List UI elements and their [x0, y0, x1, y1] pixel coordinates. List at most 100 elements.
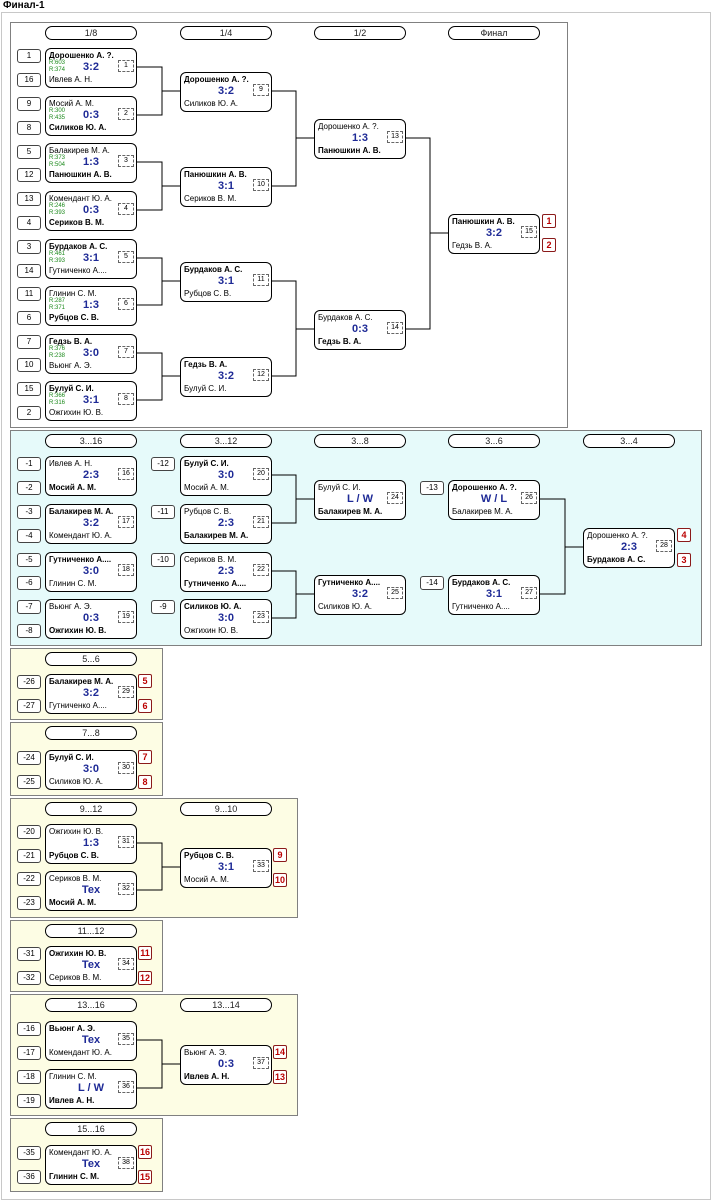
match-number: 31: [118, 836, 134, 848]
match-number: 2: [118, 108, 134, 120]
player-bottom: Ивлев А. Н.: [49, 75, 93, 84]
match-number: 11: [253, 274, 269, 286]
match-number: 5: [118, 251, 134, 263]
match-score: L / W: [77, 1082, 105, 1094]
place-badge: 15: [138, 1170, 152, 1184]
round-header: 3...8: [314, 434, 406, 448]
round-header: 1/4: [180, 26, 272, 40]
round-header: 3...12: [180, 434, 272, 448]
match-score: 1:3: [83, 837, 99, 849]
round-header: Финал: [448, 26, 540, 40]
player-top: Бурдаков А. С.: [318, 313, 373, 322]
player-top: Сериков В. М.: [49, 874, 102, 883]
player-bottom: Рубцов С. В.: [184, 289, 232, 298]
player-bottom: Рубцов С. В.: [49, 851, 99, 860]
player-top: Комендант Ю. А.: [49, 194, 112, 203]
player-top: Булуй С. И.: [49, 384, 94, 393]
match-score: 3:0: [218, 612, 234, 624]
player-bottom: Гутниченко А....: [49, 701, 107, 710]
seed-box: -24: [17, 751, 41, 765]
player-bottom: Булуй С. И.: [184, 384, 227, 393]
match-score: 0:3: [352, 323, 368, 335]
match-number: 33: [253, 860, 269, 872]
player-top: Балакирев М. А.: [49, 677, 114, 686]
match-number: 21: [253, 516, 269, 528]
player-bottom: Глинин С. М.: [49, 1172, 100, 1181]
player-bottom: Балакирев М. А.: [184, 531, 249, 540]
match-score: 2:3: [218, 565, 234, 577]
player-bottom: Балакирев М. А.: [452, 507, 513, 516]
rating-top: R:603: [49, 60, 66, 66]
place-badge: 6: [138, 699, 152, 713]
player-top: Булуй С. И.: [318, 483, 361, 492]
player-bottom: Панюшкин А. В.: [318, 146, 381, 155]
player-top: Силиков Ю. А.: [184, 602, 242, 611]
match-score: 0:3: [83, 109, 99, 121]
player-bottom: Ивлев А. Н.: [184, 1072, 230, 1081]
place-badge: 4: [677, 528, 691, 542]
player-bottom: Сериков В. М.: [184, 194, 237, 203]
page-title: Финал-1: [3, 0, 45, 11]
player-bottom: Силиков Ю. А.: [49, 777, 103, 786]
rating-top: R:246: [49, 203, 66, 209]
match-score: 2:3: [83, 469, 99, 481]
player-bottom: Сериков В. М.: [49, 218, 105, 227]
player-top: Дорошенко А. ?.: [184, 75, 249, 84]
player-bottom: Мосий А. М.: [49, 898, 97, 907]
seed-box: 5: [17, 145, 41, 159]
player-bottom: Ожгихин Ю. В.: [49, 626, 107, 635]
rating-top: R:461: [49, 251, 66, 257]
match-score: 0:3: [83, 612, 99, 624]
match-number: 36: [118, 1081, 134, 1093]
player-top: Вьюнг А. Э.: [49, 1024, 96, 1033]
player-top: Мосий А. М.: [49, 99, 95, 108]
player-bottom: Комендант Ю. А.: [49, 1048, 112, 1057]
place-badge: 13: [273, 1070, 287, 1084]
match-score: 3:1: [486, 588, 502, 600]
match-number: 3: [118, 155, 134, 167]
match-number: 26: [521, 492, 537, 504]
match-number: 12: [253, 369, 269, 381]
match-number: 9: [253, 84, 269, 96]
